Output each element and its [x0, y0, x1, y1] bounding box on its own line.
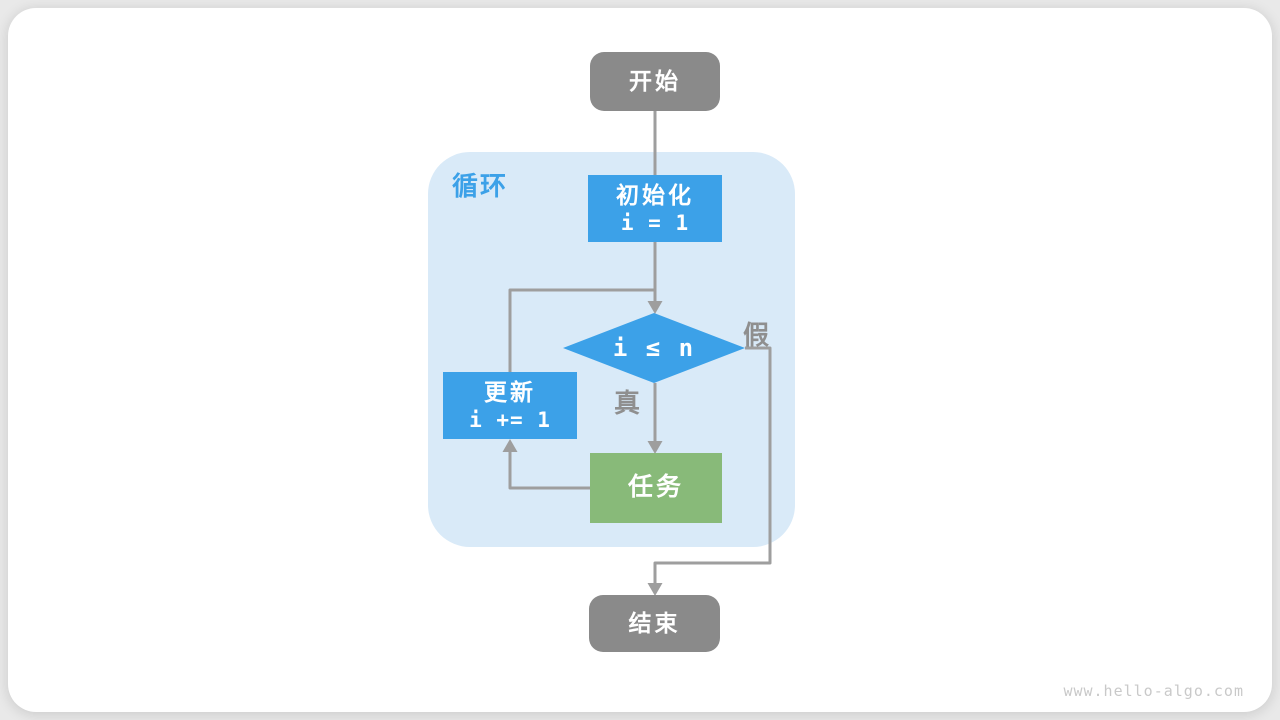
watermark: www.hello-algo.com — [1063, 682, 1244, 700]
edge-label-false: 假 — [743, 320, 770, 350]
edge-condition-to-end — [653, 346, 772, 583]
node-update-code: i += 1 — [469, 407, 551, 432]
node-end: 结束 — [589, 595, 720, 652]
node-initialize-title: 初始化 — [616, 182, 694, 208]
node-condition-code: i ≤ n — [612, 334, 696, 362]
node-start-label: 开始 — [629, 68, 681, 95]
edge-task-to-update — [508, 452, 590, 490]
node-update: 更新 i += 1 — [443, 372, 577, 439]
arrowhead-into-end — [647, 583, 663, 596]
arrowhead-into-update — [502, 439, 518, 452]
node-task-label: 任务 — [627, 473, 684, 502]
loop-label: 循环 — [452, 171, 509, 201]
node-initialize-code: i = 1 — [620, 210, 690, 235]
edge-label-true: 真 — [614, 388, 641, 418]
node-start: 开始 — [590, 52, 720, 111]
node-end-label: 结束 — [628, 610, 681, 637]
node-task: 任务 — [590, 453, 722, 523]
node-initialize: 初始化 i = 1 — [588, 175, 722, 242]
node-update-title: 更新 — [484, 379, 536, 405]
arrowhead-into-task — [647, 441, 663, 454]
arrowhead-into-condition — [647, 301, 663, 314]
edge-update-to-junction — [508, 288, 655, 372]
